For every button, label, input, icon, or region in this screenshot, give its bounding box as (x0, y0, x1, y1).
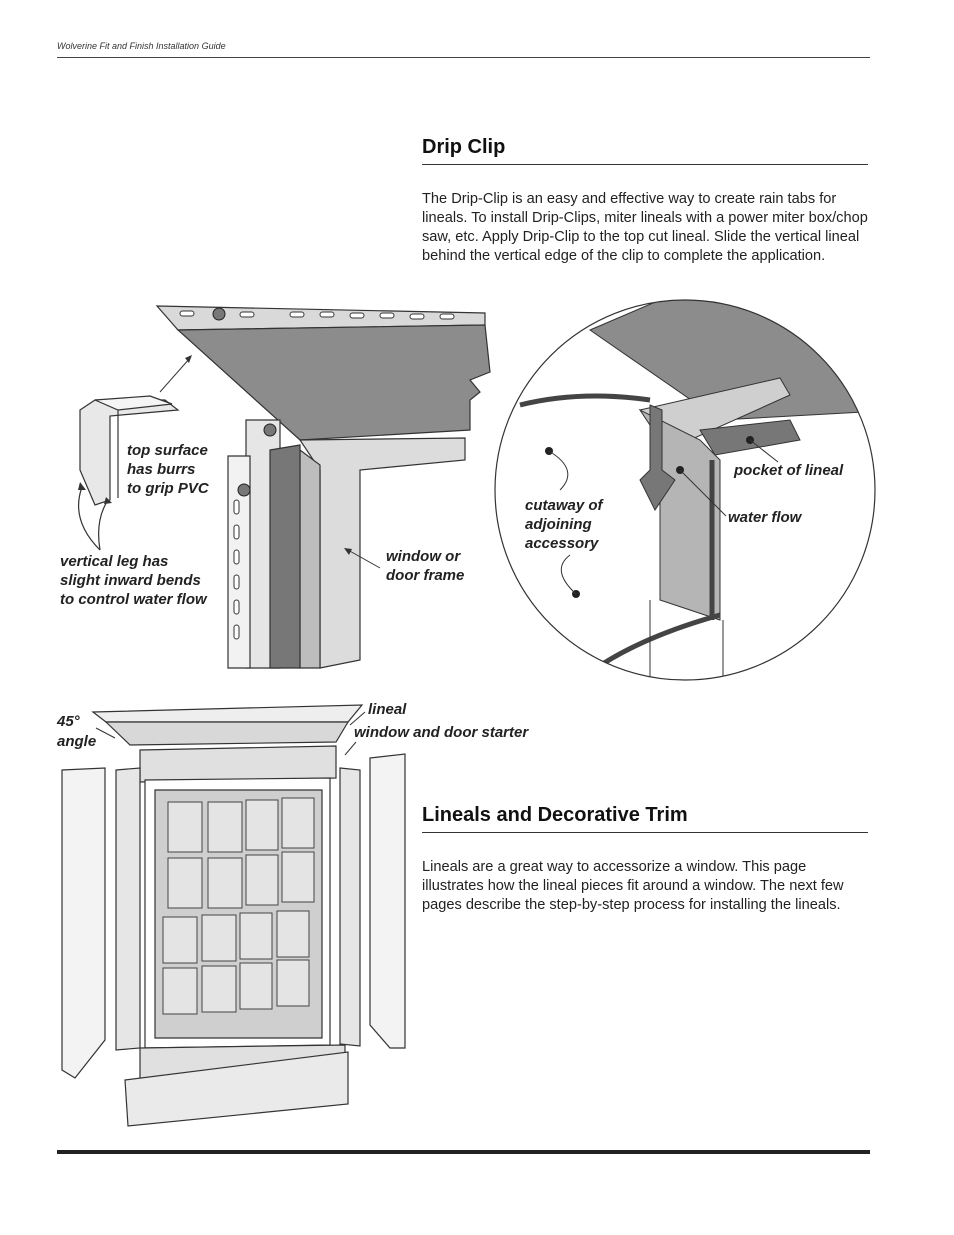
drip-clip-rule (422, 164, 868, 165)
callout-pocket: pocket of lineal (734, 462, 844, 479)
corner-assembly-illustration (155, 305, 491, 669)
footer-rule (57, 1150, 870, 1154)
callout-starter: window and door starter (354, 724, 529, 741)
drip-clip-part-illustration (79, 395, 180, 506)
drip-clip-body: The Drip-Clip is an easy and effective w… (422, 191, 868, 264)
angle-pointer (95, 727, 116, 739)
callout-window-frame: window or door frame (386, 548, 465, 584)
clip-pointer-arrow (159, 357, 191, 393)
lineal-pointer (349, 711, 366, 726)
starter-pointer (344, 741, 357, 756)
magnified-detail-illustration (495, 300, 875, 680)
callout-water-flow: water flow (728, 509, 802, 526)
frame-pointer-arrow (347, 549, 381, 569)
callout-top-surface: top surface has burrs to grip PVC (127, 442, 209, 497)
window-panes (162, 797, 315, 1015)
lineals-title: Lineals and Decorative Trim (422, 804, 688, 826)
leg-pointer-arrow-2 (98, 499, 109, 551)
callout-lineal: lineal (368, 701, 407, 718)
lineals-rule (422, 832, 868, 833)
header-rule (57, 57, 870, 58)
leg-pointer-arrow (78, 486, 101, 551)
magnifier-circle (494, 299, 876, 681)
lineals-body: Lineals are a great way to accessorize a… (422, 859, 844, 913)
callout-vertical-leg: vertical leg has slight inward bends to … (60, 553, 207, 608)
nail-slots-top (179, 310, 455, 320)
nail-slots-vertical (233, 499, 240, 640)
callout-angle: 45° angle (57, 713, 97, 750)
nail-head-3 (237, 483, 251, 497)
nail-head-1 (212, 307, 226, 321)
drip-clip-title: Drip Clip (422, 136, 506, 158)
nail-head-2 (263, 423, 277, 437)
callout-cutaway: cutaway of adjoining accessory (525, 497, 603, 552)
running-header: Wolverine Fit and Finish Installation Gu… (57, 41, 226, 51)
